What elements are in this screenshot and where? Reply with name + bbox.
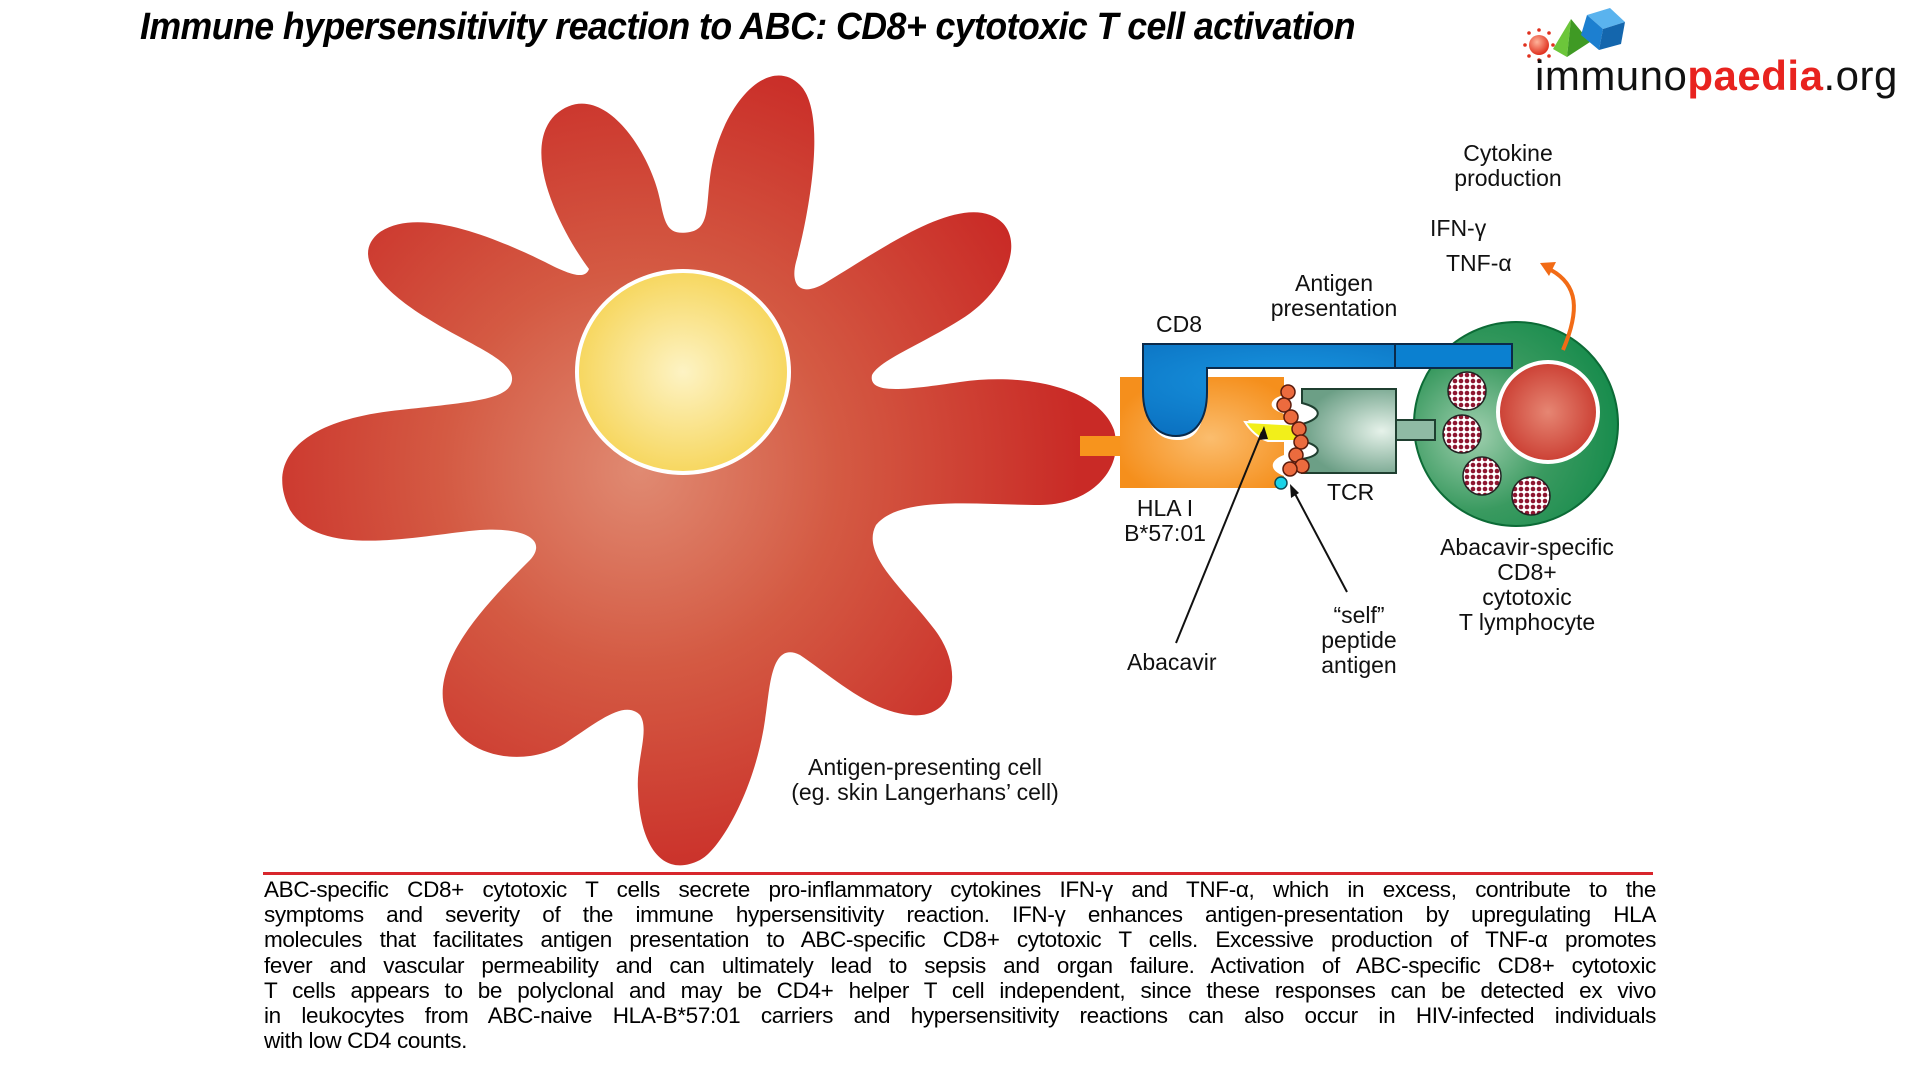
caption-line: fever and vascular permeability and can … [264,952,1656,978]
label-line: “self” [1333,602,1385,628]
logo-text-immuno: immuno [1535,52,1688,99]
label-ifn-gamma: IFN-γ [1430,215,1487,241]
label-t-lymphocyte: Abacavir-specific CD8+ cytotoxic T lymph… [1427,535,1627,635]
immunopaedia-logo[interactable]: immunopaedia.org [1515,2,1920,107]
label-cd8: CD8 [1156,311,1203,337]
hla-class-i-molecule [1120,377,1284,488]
hla-stem [1080,436,1124,456]
label-line: Abacavir-specific [1440,534,1614,560]
cytotoxic-granules [1442,371,1551,516]
label-line: CD8+ [1497,559,1557,585]
t-cell-nucleus [1496,360,1600,464]
abacavir-pointer-arrowhead-icon [1258,426,1268,440]
peptide-bead [1282,461,1298,477]
page-title: Immune hypersensitivity reaction to ABC:… [140,6,1356,48]
logo-graphic [1523,8,1625,62]
label-line: cytotoxic [1482,584,1572,610]
self-peptide-antigen [1276,384,1310,477]
self-peptide-pointer-line [1292,489,1348,593]
granule [1442,414,1482,454]
cytokine-arrow-shaft [1549,268,1576,351]
blue-cube-icon [1581,8,1625,50]
granule [1462,456,1502,496]
peptide-bead [1280,384,1296,400]
label-line: T lymphocyte [1458,609,1596,635]
granule [1511,476,1551,516]
tcr-tail [1395,419,1436,441]
label-hla-class-i: HLA I B*57:01 [1115,496,1215,546]
label-tcr: TCR [1327,479,1375,505]
caption-divider [263,872,1653,875]
apc-nucleus [575,269,791,475]
label-tnf-alpha: TNF-α [1446,250,1512,276]
logo-text-paedia: paedia [1687,52,1824,99]
abacavir-pointer-line [1175,431,1263,644]
cyan-residue [1274,476,1288,490]
label-line: Antigen [1294,270,1373,296]
caption-text: ABC-specific CD8+ cytotoxic T cells secr… [264,877,1656,1053]
label-line: presentation [1270,295,1398,321]
label-line: production [1454,165,1562,191]
caption-line: with low CD4 counts. [264,1028,468,1054]
caption-line: molecules that facilitates antigen prese… [264,927,1656,953]
caption-line: ABC-specific CD8+ cytotoxic T cells secr… [264,877,1656,902]
peptide-bead [1293,434,1309,450]
caption-line: in leukocytes from ABC-naive HLA-B*57:01… [264,1003,1656,1029]
logo-wordmark: immunopaedia.org [1535,52,1898,100]
label-line: (eg. skin Langerhans’ cell) [791,779,1059,805]
label-antigen-presenting-cell: Antigen-presenting cell (eg. skin Langer… [775,755,1075,805]
cytokine-arrow-head-icon [1540,262,1556,276]
label-line: B*57:01 [1124,520,1206,546]
green-pyramid-icon [1553,19,1590,57]
peptide-bead [1283,409,1299,425]
peptide-bead [1291,421,1307,437]
label-self-peptide-antigen: “self” peptide antigen [1314,603,1404,678]
label-antigen-presentation: Antigen presentation [1263,271,1405,321]
label-cytokine-production: Cytokine production [1445,141,1571,191]
cd8-tail [1394,343,1513,369]
label-line: antigen [1321,652,1397,678]
granule [1447,371,1487,411]
label-abacavir: Abacavir [1127,649,1217,675]
label-line: Cytokine [1463,140,1553,166]
caption-line: T cells appears to be polyclonal and may… [264,977,1656,1003]
label-line: Antigen-presenting cell [808,754,1042,780]
caption-line: symptoms and severity of the immune hype… [264,902,1656,928]
label-line: HLA I [1136,495,1194,521]
label-line: peptide [1321,627,1397,653]
self-peptide-pointer-arrowhead-icon [1290,484,1299,498]
peptide-bead [1276,397,1292,413]
logo-text-org: .org [1823,52,1898,99]
sun-sphere-icon [1523,28,1555,62]
